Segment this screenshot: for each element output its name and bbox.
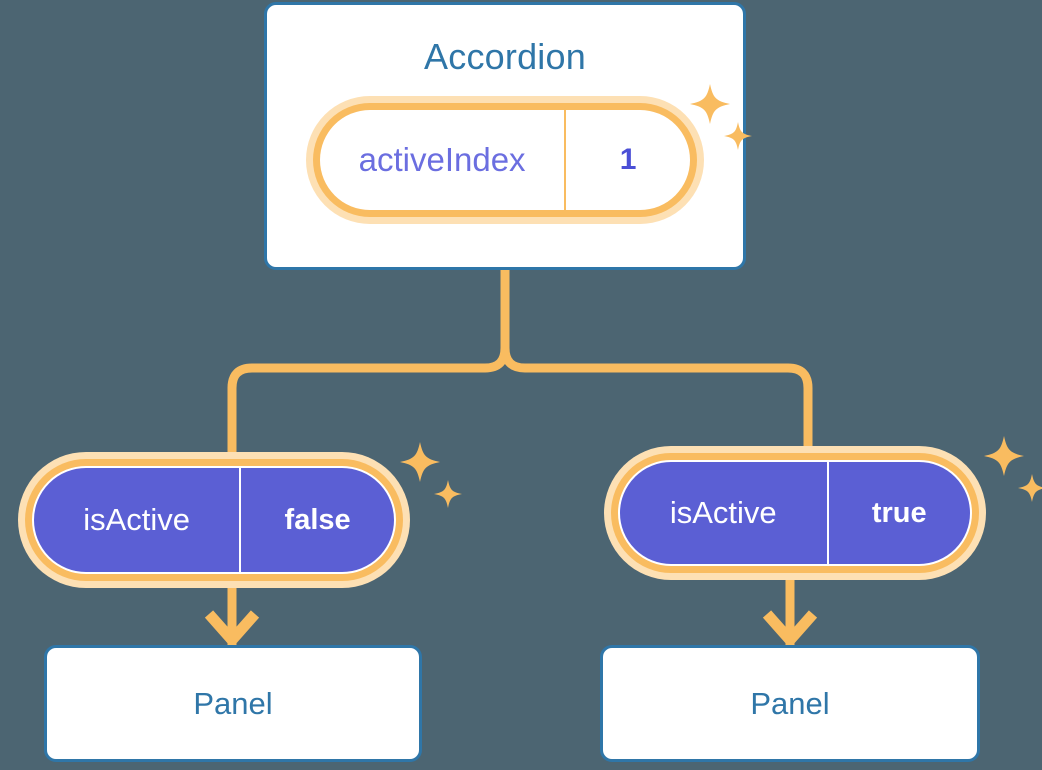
sparkle-large-icon (984, 436, 1024, 476)
panel-card-left[interactable]: Panel (44, 645, 422, 762)
panel-card-right[interactable]: Panel (600, 645, 980, 762)
state-badge-value: false (239, 468, 394, 572)
sparkle-small-icon (1018, 474, 1042, 502)
panel-card-title: Panel (193, 685, 273, 721)
state-badge-key: isActive (83, 502, 190, 537)
state-badge-active-index[interactable]: activeIndex 1 (306, 96, 704, 224)
state-badge-key: isActive (669, 495, 777, 530)
connector-branch-right (500, 347, 813, 456)
sparkle-right-group (984, 436, 1042, 502)
arrow-head-right-icon (762, 610, 818, 649)
state-badge-body: isActive false (32, 466, 396, 574)
state-badge-value: 1 (564, 110, 690, 210)
state-badge-value: true (826, 462, 971, 564)
arrow-head-left-icon (204, 610, 260, 649)
state-badge-body: activeIndex 1 (320, 110, 690, 210)
state-badge-is-active-left[interactable]: isActive false (18, 452, 410, 588)
state-badge-ring: isActive false (25, 459, 403, 581)
connector-branch-left (227, 347, 510, 462)
sparkle-small-icon (434, 480, 462, 508)
panel-card-title: Panel (750, 685, 830, 721)
sparkle-large-icon (400, 442, 440, 482)
state-badge-ring: activeIndex 1 (313, 103, 697, 217)
state-badge-body: isActive true (618, 460, 972, 566)
accordion-card-title: Accordion (424, 36, 586, 77)
state-badge-key: activeIndex (358, 141, 526, 178)
state-badge-is-active-right[interactable]: isActive true (604, 446, 986, 580)
state-badge-ring: isActive true (611, 453, 979, 573)
